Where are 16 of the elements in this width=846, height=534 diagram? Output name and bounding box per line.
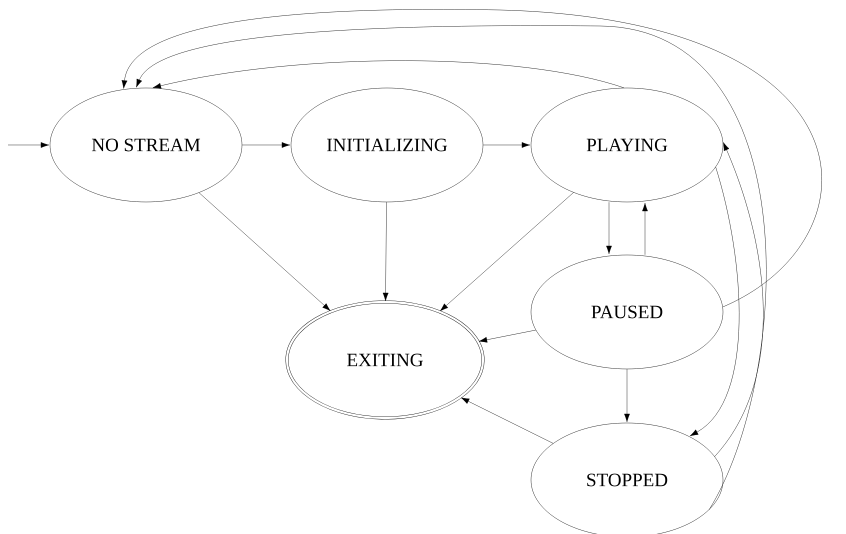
arrow [624,368,630,422]
arrow [242,142,290,148]
arrow [152,60,624,89]
arrow [122,9,822,308]
arrow [606,202,612,254]
arrow [198,192,330,311]
arrow [440,192,574,312]
arrow [478,330,536,343]
arrow [483,142,530,148]
arrow [136,25,766,510]
arrow [642,202,648,255]
arrow [714,142,764,457]
arrow [690,166,740,436]
arrow [460,398,554,444]
arrow [8,142,50,148]
arrow [382,202,388,302]
